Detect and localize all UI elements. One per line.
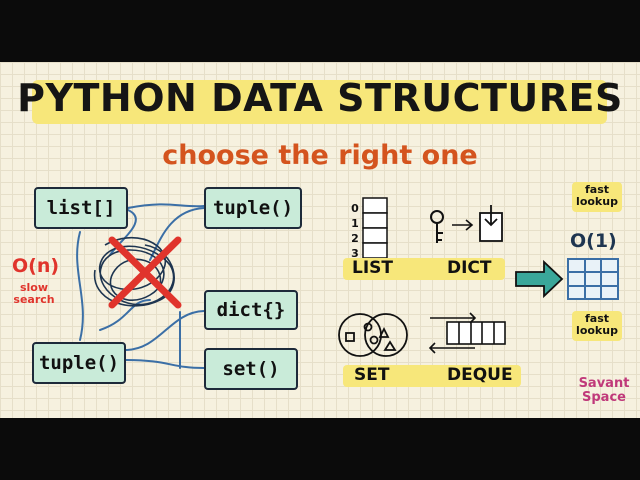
- deque-icon: [428, 312, 506, 354]
- dict-box: dict{}: [204, 290, 298, 330]
- complexity-on: O(n): [12, 255, 60, 277]
- key-icon: [430, 210, 444, 243]
- title-highlight: [32, 80, 607, 124]
- tangle-scribble: [93, 236, 175, 307]
- page-subtitle: choose the right one: [162, 140, 478, 171]
- slow-search-note: slow search: [13, 281, 55, 306]
- venn-set-icon: [338, 313, 408, 357]
- list-label: LIST: [352, 258, 393, 278]
- top-letterbox: [0, 0, 640, 62]
- set-label: SET: [354, 365, 390, 385]
- inbox-icon: [479, 205, 503, 242]
- list-index-2: 2: [351, 232, 359, 245]
- tuple-box-top: tuple(): [204, 187, 302, 229]
- fast-lookup-top: fast lookup: [576, 183, 618, 208]
- fast-lookup-bottom-highlight: [572, 311, 622, 341]
- dict-label: DICT: [447, 258, 492, 278]
- list-index-1: 1: [351, 217, 359, 230]
- deque-label: DEQUE: [447, 365, 513, 385]
- fast-lookup-bottom: fast lookup: [576, 312, 618, 337]
- list-box: list[]: [34, 187, 128, 229]
- big-teal-arrow: [515, 259, 564, 299]
- complexity-o1: O(1): [570, 230, 617, 252]
- hash-table-icon: [567, 258, 619, 300]
- set-box: set(): [204, 348, 298, 390]
- page-title: PYTHON DATA STRUCTURES: [17, 76, 623, 120]
- list-index-0: 0: [351, 202, 359, 215]
- red-x-cross: [108, 236, 182, 309]
- fast-lookup-top-highlight: [572, 182, 622, 212]
- set-deque-highlight: [343, 365, 521, 387]
- bottom-letterbox: [0, 418, 640, 480]
- tuple-box-bottom: tuple(): [32, 342, 126, 384]
- brand-logo-text: Savant Space: [578, 376, 630, 405]
- list-index-3: 3: [351, 247, 359, 260]
- arrow-right-small: [452, 219, 474, 231]
- list-dict-highlight: [343, 258, 505, 280]
- list-stack-icon: [362, 197, 388, 259]
